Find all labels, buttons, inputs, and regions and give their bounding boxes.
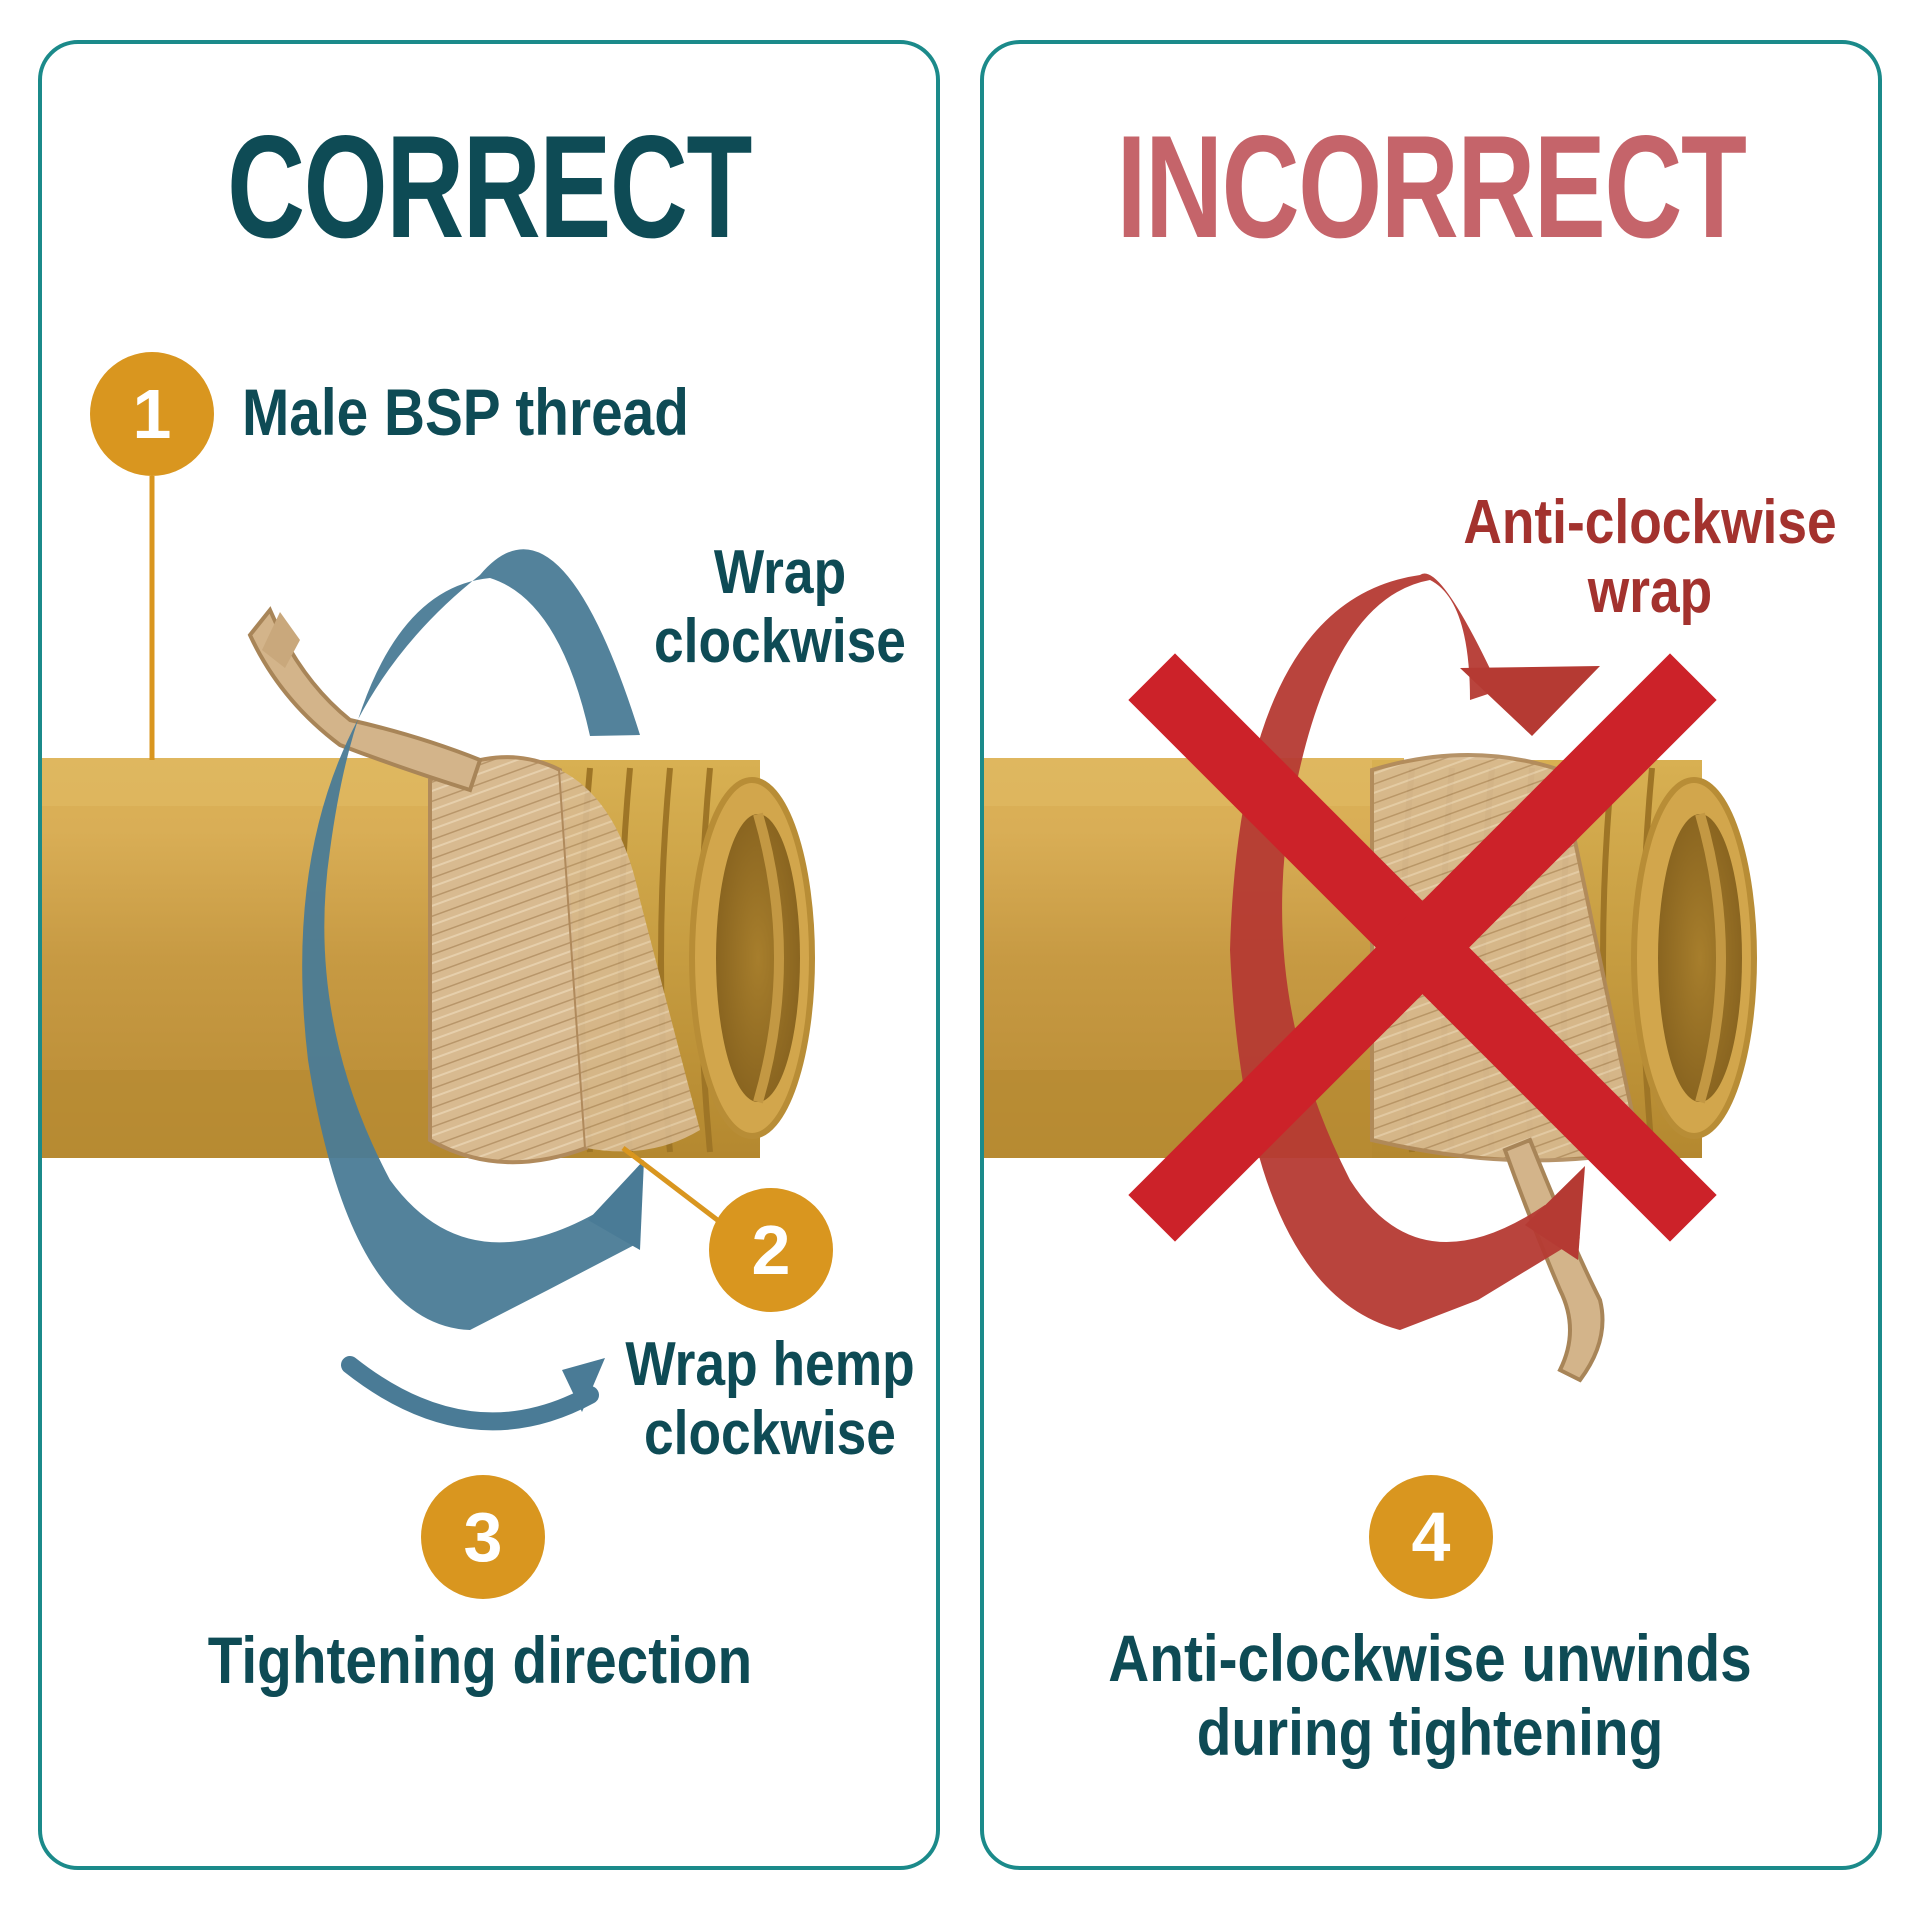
anticlockwise-wrap-line-2: wrap bbox=[1587, 557, 1713, 627]
anticlockwise-unwinds-label: Anti-clockwise unwinds during tightening bbox=[1095, 1621, 1766, 1770]
wrap-clockwise-line-2: clockwise bbox=[654, 607, 906, 677]
step-badge-2: 2 bbox=[709, 1188, 833, 1312]
male-bsp-thread-label: Male BSP thread bbox=[242, 375, 689, 449]
step-badge-3: 3 bbox=[421, 1475, 545, 1599]
anticlockwise-wrap-line-1: Anti-clockwise bbox=[1463, 488, 1837, 557]
clockwise-arrow-icon bbox=[302, 549, 644, 1330]
wrap-hemp-line-1: Wrap hemp bbox=[625, 1330, 915, 1399]
correct-title: CORRECT bbox=[227, 105, 752, 268]
cross-mark-icon bbox=[1128, 653, 1717, 1242]
tightening-arrow-icon bbox=[341, 1356, 605, 1431]
anticlockwise-wrap-label: Anti-clockwise wrap bbox=[1461, 488, 1839, 627]
wrap-hemp-line-2: clockwise bbox=[644, 1399, 896, 1469]
anticlockwise-unwinds-line-2: during tightening bbox=[1196, 1694, 1664, 1769]
anticlockwise-unwinds-line-1: Anti-clockwise unwinds bbox=[1108, 1621, 1752, 1695]
correct-pipe bbox=[42, 758, 815, 1158]
wrap-clockwise-label: Wrap clockwise bbox=[625, 538, 935, 677]
wrap-hemp-clockwise-label: Wrap hemp clockwise bbox=[615, 1330, 925, 1469]
step-badge-4: 4 bbox=[1369, 1475, 1493, 1599]
wrap-clockwise-line-1: Wrap bbox=[713, 538, 847, 607]
step-badge-1: 1 bbox=[90, 352, 214, 476]
correct-hemp-wrap bbox=[247, 606, 700, 1165]
incorrect-title: INCORRECT bbox=[1116, 105, 1747, 268]
tightening-direction-label: Tightening direction bbox=[207, 1623, 753, 1697]
anticlockwise-arrow-icon bbox=[1230, 573, 1600, 1330]
